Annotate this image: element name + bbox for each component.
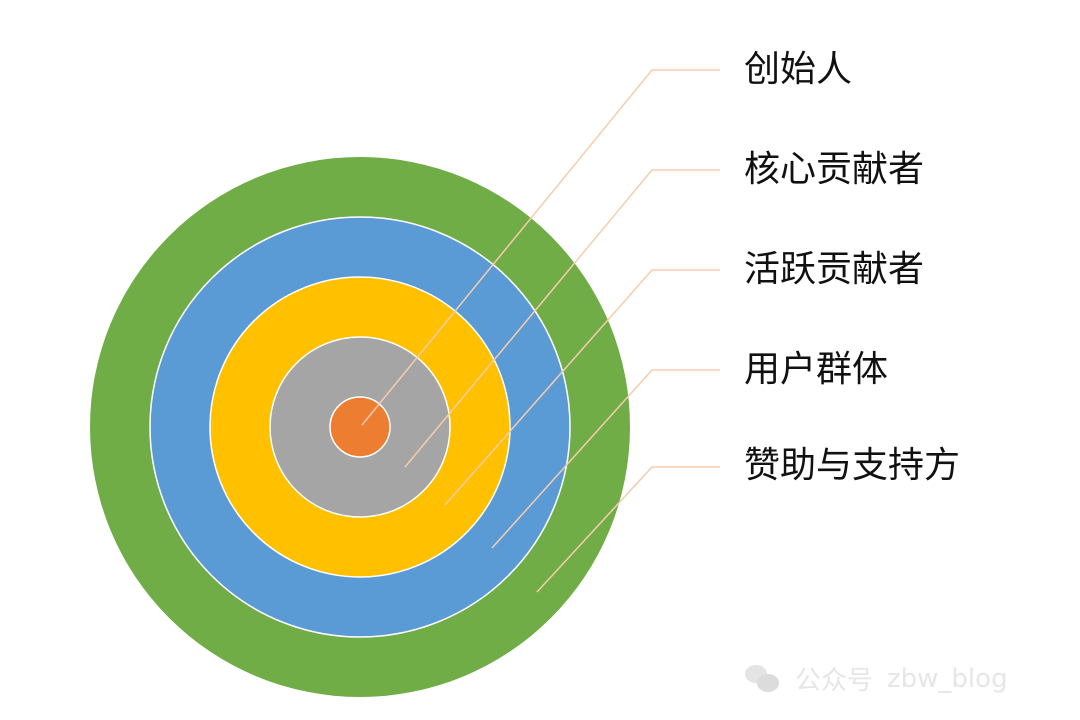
layer-label-core-contributors: 核心贡献者 [744,149,925,190]
leader-line-1 [404,169,720,468]
watermark: 公众号 zbw_blog [745,660,1008,697]
leader-line-0 [361,69,720,426]
leader-line-3 [491,369,720,549]
layer-label-founder: 创始人 [744,49,853,90]
leader-line-2 [444,269,720,506]
layer-label-users: 用户群体 [744,349,889,390]
layer-label-sponsors: 赞助与支持方 [744,445,961,486]
watermark-platform: 公众号 [795,666,874,696]
leader-line-4 [536,466,720,593]
watermark-account: zbw_blog [887,663,1008,694]
layer-label-active-contributors: 活跃贡献者 [744,249,925,290]
ring-0 [329,396,391,458]
wechat-icon [745,664,781,693]
